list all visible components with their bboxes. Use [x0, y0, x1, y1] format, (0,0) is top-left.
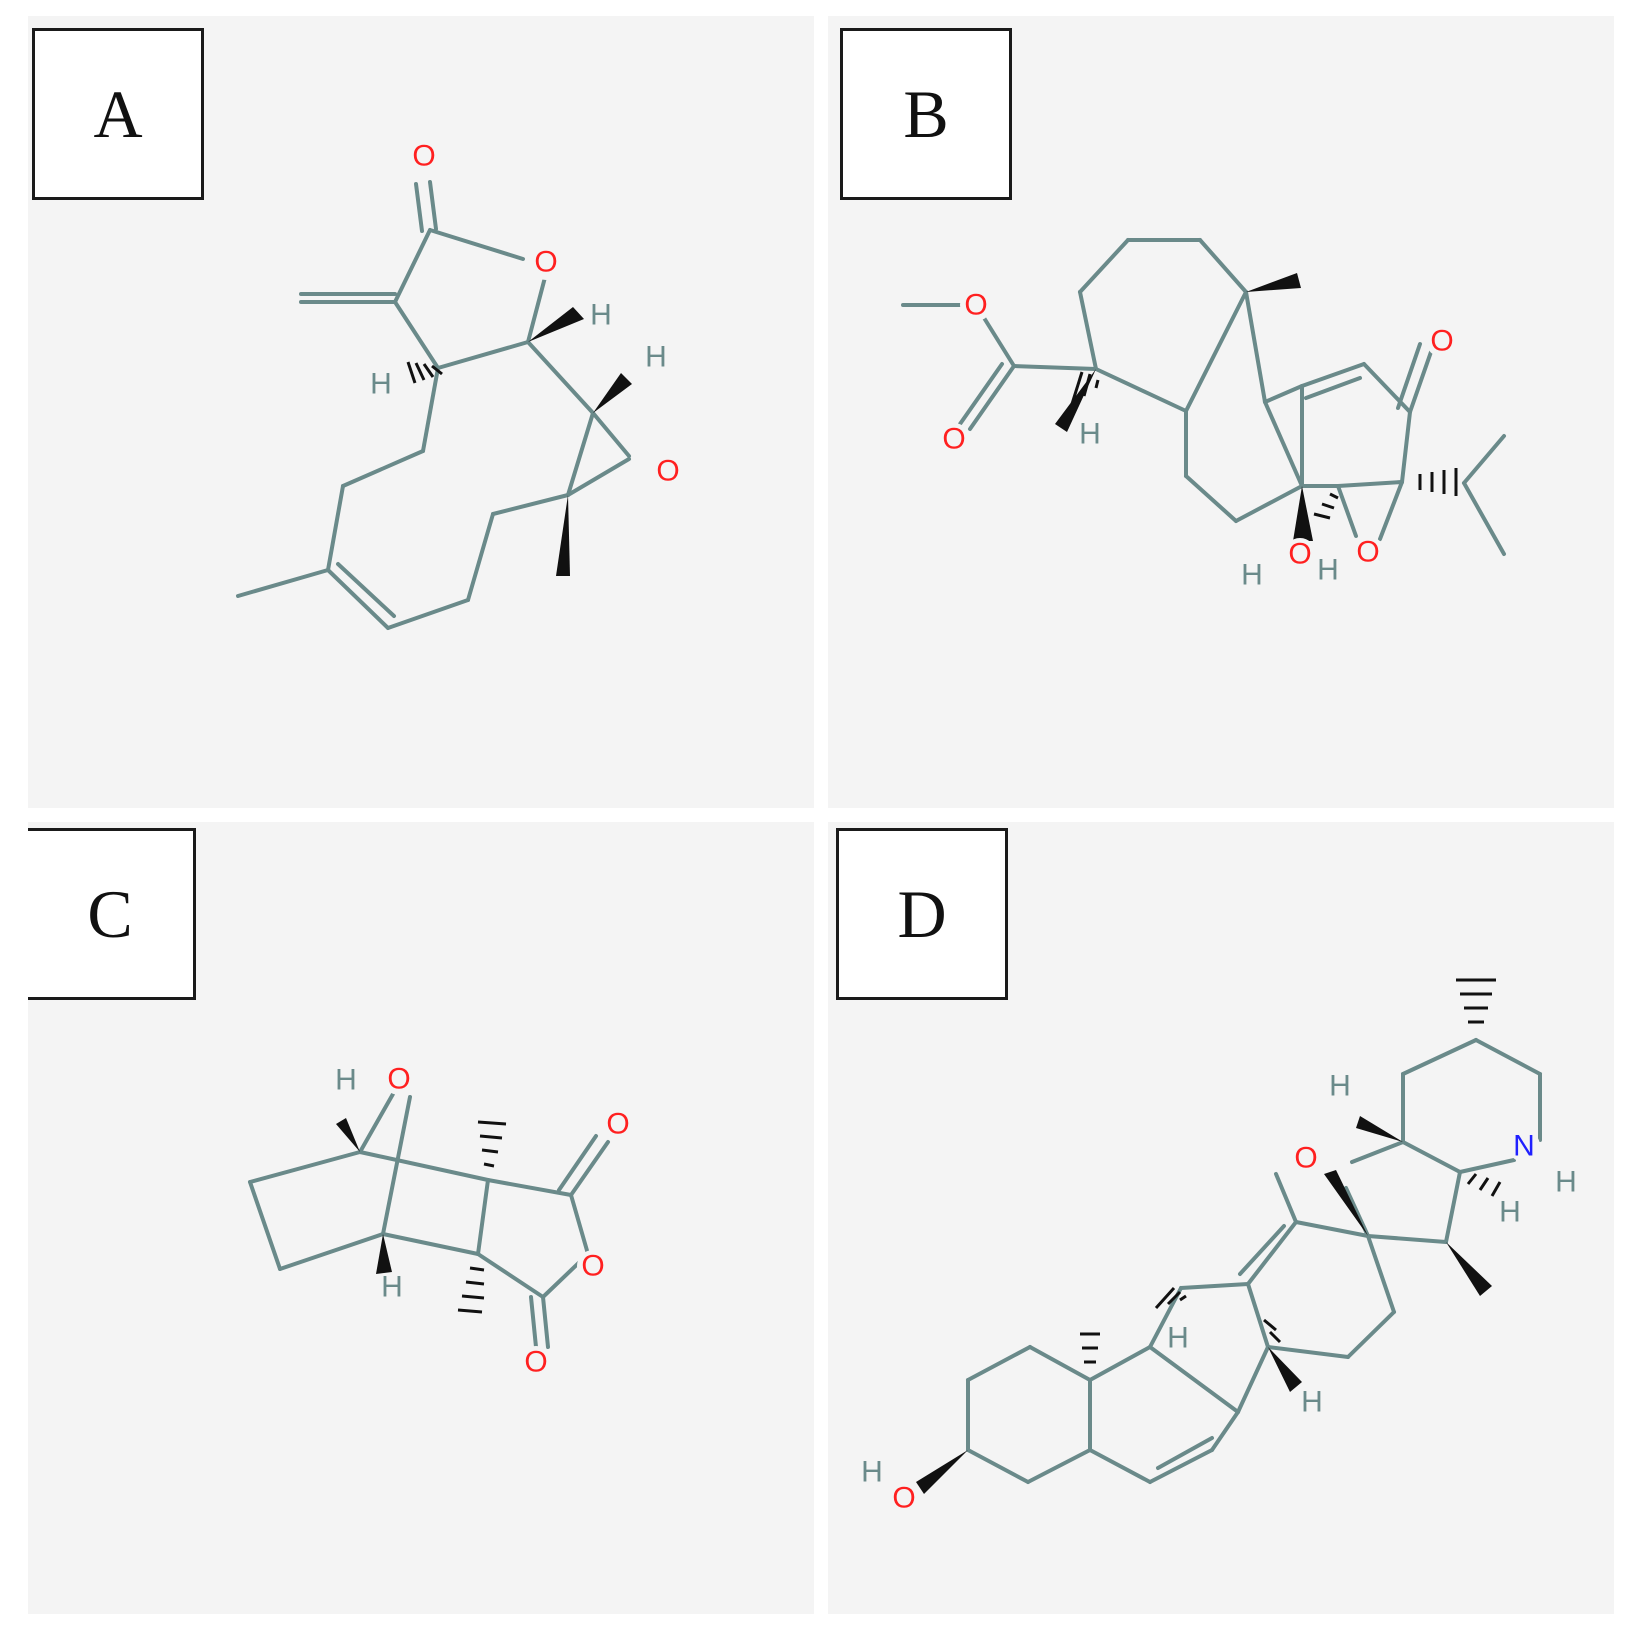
atom-o: O	[1294, 1142, 1317, 1175]
atom-h: H	[1167, 1322, 1189, 1355]
panel-label-a: A	[32, 28, 204, 200]
atom-n: N	[1513, 1130, 1535, 1163]
atom-h: H	[1241, 559, 1263, 592]
panel-label-b: B	[840, 28, 1012, 200]
atom-h: H	[1555, 1166, 1577, 1199]
atom-h: H	[590, 299, 612, 332]
panel-b: O O O O O H H H B	[828, 16, 1614, 808]
atom-o: O	[534, 246, 557, 279]
atom-h: H	[381, 1271, 403, 1304]
atom-o: O	[581, 1250, 604, 1283]
atom-o: O	[606, 1108, 629, 1141]
atom-h: H	[1317, 554, 1339, 587]
atom-h: H	[1499, 1196, 1521, 1229]
atom-h: H	[1329, 1070, 1351, 1103]
atom-o: O	[964, 289, 987, 322]
atom-o: O	[524, 1346, 547, 1379]
atom-o: O	[656, 455, 679, 488]
atom-o: O	[1356, 536, 1379, 569]
atom-o: O	[942, 423, 965, 456]
molecule-c: O O O O H H	[248, 1063, 634, 1379]
atom-o: O	[1288, 538, 1311, 571]
molecule-d: O O N H H H H H H	[861, 978, 1577, 1515]
molecule-b: O O O O O H H H	[901, 238, 1506, 592]
atom-o: O	[387, 1063, 410, 1096]
panel-d: O O N H H H H H H D	[828, 822, 1614, 1614]
atom-o: O	[892, 1482, 915, 1515]
atom-h: H	[1079, 418, 1101, 451]
panel-label-d: D	[836, 828, 1008, 1000]
atom-h: H	[1301, 1386, 1323, 1419]
panel-a: O O O H H H A	[28, 16, 814, 808]
atom-o: O	[412, 140, 435, 173]
panel-c: O O O O H H C	[28, 822, 814, 1614]
panel-label-c: C	[28, 828, 196, 1000]
atom-h: H	[645, 341, 667, 374]
molecule-a: O O O H H H	[236, 138, 686, 630]
atom-h: H	[861, 1456, 883, 1489]
atom-h: H	[370, 368, 392, 401]
atom-h: H	[335, 1064, 357, 1097]
atom-o: O	[1430, 325, 1453, 358]
